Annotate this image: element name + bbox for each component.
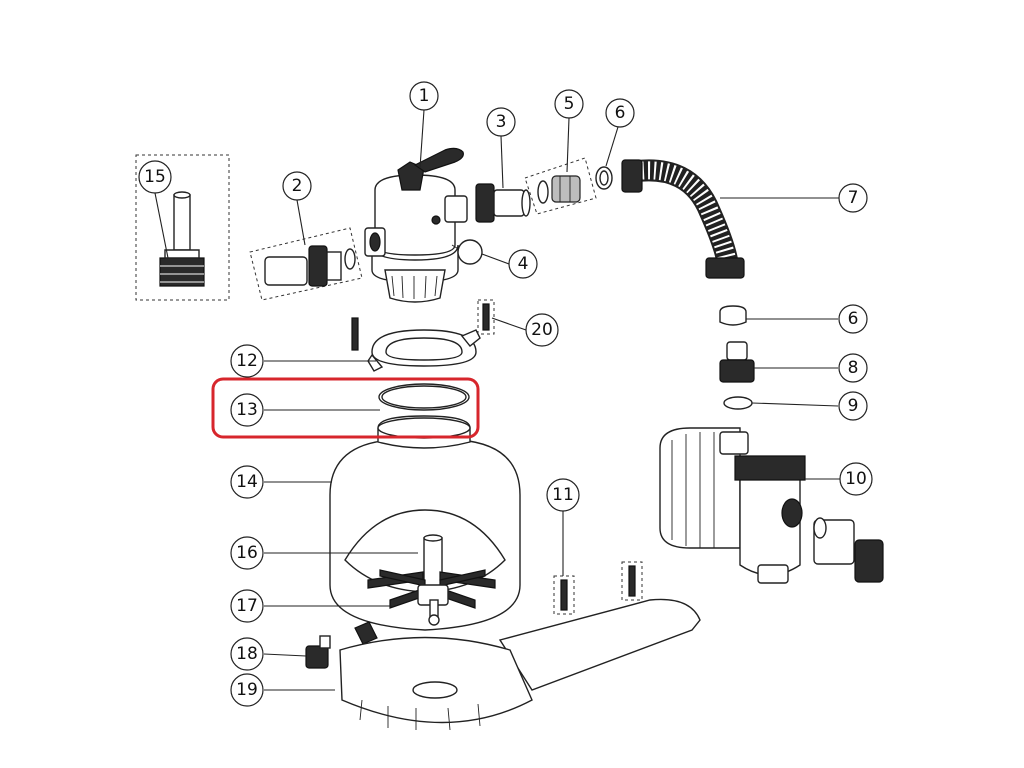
callout-16[interactable]: 16 [230,536,264,570]
callout-4[interactable]: 4 [508,249,538,279]
callout-2-label: 2 [292,176,303,196]
callout-12[interactable]: 12 [230,344,264,378]
callout-14[interactable]: 14 [230,465,264,499]
part-10-pump [659,427,884,584]
part-16-17-laterals [367,534,496,626]
part-4-pressure-gauge [451,239,483,265]
part-7-flex-hose [621,159,745,279]
callout-8-label: 8 [848,358,859,378]
callout-16-label: 16 [236,543,258,563]
part-15-standpipe [135,154,230,301]
callout-13[interactable]: 13 [230,393,264,427]
callout-11[interactable]: 11 [546,478,580,512]
callout-6-upper[interactable]: 6 [605,98,635,128]
part-3-union [475,183,531,223]
callout-6-upper-label: 6 [615,103,626,123]
callout-18[interactable]: 18 [230,637,264,671]
leader-lines [154,109,840,691]
callout-20-label: 20 [531,320,553,340]
callout-19[interactable]: 19 [230,673,264,707]
callout-14-label: 14 [236,472,258,492]
callout-1[interactable]: 1 [409,81,439,111]
callout-2[interactable]: 2 [282,171,312,201]
callout-12-label: 12 [236,351,258,371]
callout-3[interactable]: 3 [486,107,516,137]
callout-20[interactable]: 20 [525,313,559,347]
callout-3-label: 3 [496,112,507,132]
callout-9-label: 9 [848,396,859,416]
part-20-bolt [477,299,495,335]
callout-11-label: 11 [552,485,574,505]
part-19-base [339,598,701,731]
callout-5-label: 5 [564,94,575,114]
part-12-clamp [351,317,481,372]
part-2-union [249,227,363,301]
part-5-hose-adapter [524,157,597,215]
part-18-drain-plug [305,621,378,669]
callout-18-label: 18 [236,644,258,664]
callout-13-label: 13 [236,400,258,420]
part-1-multiport-valve [364,147,468,303]
part-11-bolts [553,561,643,615]
part-9-o-ring [723,396,753,410]
part-8-threaded-adapter [719,341,755,383]
callout-6-lower-label: 6 [848,309,859,329]
callout-9[interactable]: 9 [838,391,868,421]
callout-15[interactable]: 15 [138,160,172,194]
highlight-box-part-13 [211,377,480,439]
callout-19-label: 19 [236,680,258,700]
part-13-o-ring [378,383,470,411]
callout-7-label: 7 [848,188,859,208]
callout-8[interactable]: 8 [838,353,868,383]
callout-5[interactable]: 5 [554,89,584,119]
callout-7[interactable]: 7 [838,183,868,213]
callout-17[interactable]: 17 [230,589,264,623]
callout-10[interactable]: 10 [839,462,873,496]
callout-15-label: 15 [144,167,166,187]
part-6-gasket-upper [595,166,613,190]
callout-10-label: 10 [845,469,867,489]
callout-17-label: 17 [236,596,258,616]
callout-1-label: 1 [419,86,430,106]
callout-4-label: 4 [518,254,529,274]
part-6-cap-lower [719,305,747,326]
callout-6-lower[interactable]: 6 [838,304,868,334]
